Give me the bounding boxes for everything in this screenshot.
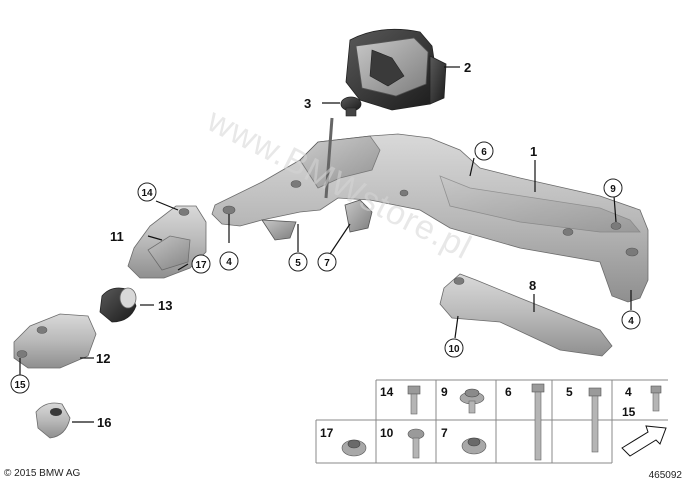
screw-14-icon (407, 385, 421, 415)
copyright-text: © 2015 BMW AG (4, 468, 81, 479)
bolt-6-icon (531, 383, 545, 461)
screw-10-icon (407, 428, 425, 459)
callout-16: 16 (97, 415, 111, 430)
callout-4a: 4 (226, 257, 232, 268)
callout-8: 8 (529, 278, 536, 293)
bolt-5-icon (588, 387, 602, 453)
diagram-number: 465092 (649, 470, 683, 481)
table-label-7: 7 (441, 426, 448, 440)
rubber-mount-part-13 (99, 287, 137, 323)
callout-circle-6 (474, 141, 494, 161)
table-label-17: 17 (320, 426, 334, 440)
damper-part-16 (35, 402, 71, 439)
support-strut-part-8 (439, 273, 613, 357)
callout-circle-4a (219, 251, 239, 271)
callout-6: 6 (481, 147, 487, 158)
callout-4b: 4 (628, 316, 634, 327)
table-label-9: 9 (441, 385, 448, 399)
callout-13: 13 (158, 298, 172, 313)
bracket-part-12 (13, 313, 97, 369)
callout-15: 15 (14, 380, 26, 391)
nut-7-icon (461, 437, 487, 455)
callout-11: 11 (110, 229, 124, 244)
callout-circle-5 (288, 252, 308, 272)
table-label-15: 15 (622, 405, 636, 419)
callout-circle-4b (621, 310, 641, 330)
leader-lines (19, 66, 632, 423)
callout-17: 17 (195, 260, 207, 271)
callout-14: 14 (141, 188, 153, 199)
callout-7: 7 (324, 258, 330, 269)
callout-circle-9 (603, 178, 623, 198)
stud-bolt-part-3 (324, 96, 362, 199)
nut-17-icon (341, 439, 367, 457)
callout-10: 10 (448, 344, 460, 355)
callout-1: 1 (530, 144, 537, 159)
callout-2: 2 (464, 60, 471, 75)
screw-4-icon (650, 385, 662, 412)
callout-circle-7 (317, 252, 337, 272)
direction-arrow-icon (621, 425, 667, 457)
table-label-4: 4 (625, 385, 632, 399)
callout-circle-15 (10, 374, 30, 394)
callout-9: 9 (610, 184, 616, 195)
bracket-part-11 (127, 205, 207, 279)
callout-circle-10 (444, 338, 464, 358)
nut-9-icon (459, 388, 485, 414)
callouts: 2 3 1 8 11 13 12 16 6 4 5 7 9 4 10 14 17… (10, 60, 641, 430)
table-label-6: 6 (505, 385, 512, 399)
callout-5: 5 (295, 258, 301, 269)
table-label-14: 14 (380, 385, 394, 399)
callout-circle-14 (137, 182, 157, 202)
callout-circle-17 (191, 254, 211, 274)
table-label-5: 5 (566, 385, 573, 399)
fastener-table: 14 9 6 5 4 15 17 10 7 (315, 379, 668, 464)
transmission-bracket-part-1 (211, 133, 649, 303)
callout-3: 3 (304, 96, 311, 111)
callout-12: 12 (96, 351, 110, 366)
table-label-10: 10 (380, 426, 394, 440)
transmission-mount-part-2 (345, 28, 447, 111)
